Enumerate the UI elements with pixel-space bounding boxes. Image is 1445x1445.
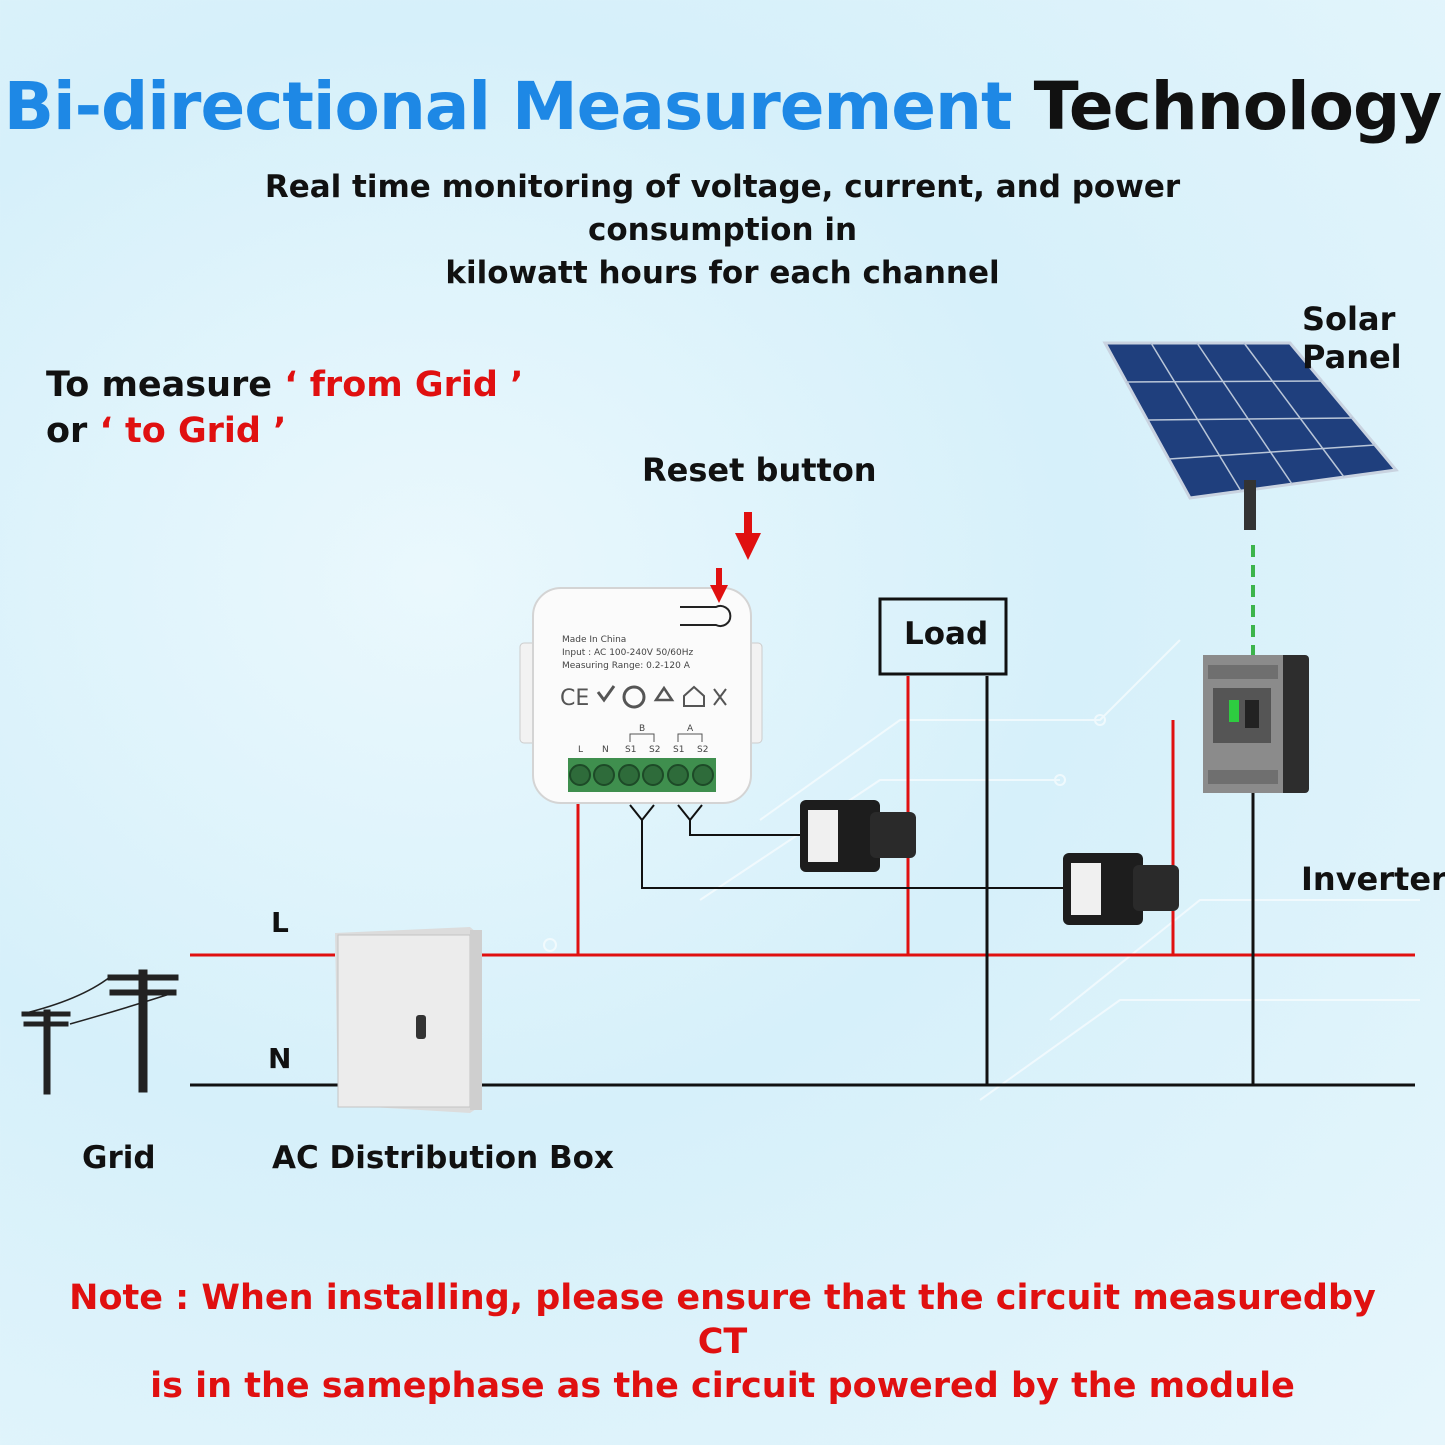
module-made-in: Made In China: [562, 635, 626, 645]
page-title: Bi-directional Measurement Technology: [0, 68, 1445, 145]
module-group-a: A: [687, 724, 694, 734]
measure-caption: To measure ‘ from Grid ’ or ‘ to Grid ’: [46, 362, 523, 454]
ct-wiring: [629, 804, 1067, 889]
ct-clamp-2: [1063, 853, 1179, 925]
measure-line2-prefix: or: [46, 411, 88, 451]
measure-from-grid: ‘ from Grid ’: [284, 365, 524, 405]
terminal-label-a-s1: S1: [673, 745, 684, 755]
module-group-b: B: [639, 724, 645, 734]
distribution-box: [335, 927, 482, 1113]
ct-clamp-1: [800, 800, 916, 872]
terminal-label-b-s1: S1: [625, 745, 636, 755]
energy-meter-module: Made In China Input : AC 100-240V 50/60H…: [519, 568, 763, 804]
subtitle-line-2: kilowatt hours for each channel: [445, 255, 1000, 291]
title-black-part: Technology: [1033, 68, 1443, 145]
subtitle-line-1: Real time monitoring of voltage, current…: [264, 169, 1181, 248]
terminal-label-l: L: [578, 745, 583, 755]
measure-to-grid: ‘ to Grid ’: [99, 411, 287, 451]
solar-panel: [1102, 341, 1399, 530]
installation-note: Note : When installing, please ensure th…: [60, 1276, 1385, 1408]
l-line-wiring: [190, 676, 1415, 957]
indoor-home-icon: [683, 685, 705, 707]
title-blue-part: Bi-directional Measurement: [3, 68, 1013, 145]
solar-panel-label-line1: Solar: [1302, 300, 1396, 338]
recycle-circle-icon: [622, 685, 646, 709]
module-input: Input : AC 100-240V 50/60Hz: [562, 648, 694, 658]
n-line-wiring: [190, 676, 1415, 1087]
inverter-label: Inverter: [1301, 860, 1445, 898]
line-l-label: L: [271, 906, 289, 939]
solar-panel-label: Solar Panel: [1302, 300, 1402, 376]
grid-label: Grid: [82, 1140, 156, 1176]
terminal-label-n: N: [602, 745, 609, 755]
reset-arrow-icon: [735, 512, 761, 560]
measure-line1-prefix: To measure: [46, 365, 273, 405]
page-subtitle: Real time monitoring of voltage, current…: [150, 166, 1295, 295]
weee-bin-icon: [713, 688, 727, 706]
recycle-icon: [653, 685, 675, 702]
note-line-2: is in the samephase as the circuit power…: [150, 1366, 1295, 1406]
inverter-breaker: [1203, 655, 1309, 793]
load-box: [878, 597, 1008, 676]
line-n-label: N: [268, 1042, 292, 1075]
module-range: Measuring Range: 0.2-120 A: [562, 661, 691, 671]
terminal-label-b-s2: S2: [649, 745, 660, 755]
load-label: Load: [904, 616, 989, 652]
reset-button-label: Reset button: [642, 451, 877, 489]
background-circuit-lines: [543, 639, 1420, 1101]
grid-tower-icon: [21, 969, 179, 1095]
note-line-1: Note : When installing, please ensure th…: [69, 1278, 1376, 1362]
solar-panel-label-line2: Panel: [1302, 338, 1402, 376]
ce-mark-icon: CE: [560, 686, 589, 711]
rohs-check-icon: [596, 685, 616, 703]
distribution-box-label: AC Distribution Box: [272, 1140, 614, 1176]
terminal-label-a-s2: S2: [697, 745, 708, 755]
